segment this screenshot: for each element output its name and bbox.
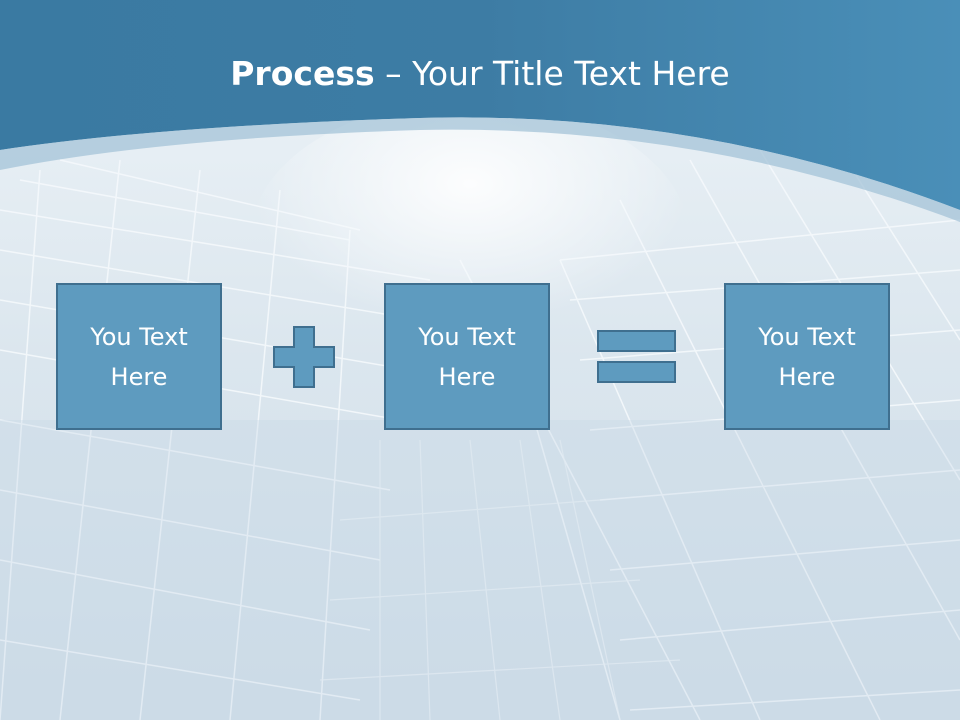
title-rest: – Your Title Text Here bbox=[374, 54, 730, 93]
equals-icon bbox=[597, 330, 676, 383]
process-box-3: You Text Here bbox=[724, 283, 890, 430]
process-box-1: You Text Here bbox=[56, 283, 222, 430]
slide-title: Process – Your Title Text Here bbox=[0, 50, 960, 98]
process-box-2: You Text Here bbox=[384, 283, 550, 430]
plus-icon bbox=[273, 326, 335, 388]
title-bold: Process bbox=[230, 54, 375, 93]
